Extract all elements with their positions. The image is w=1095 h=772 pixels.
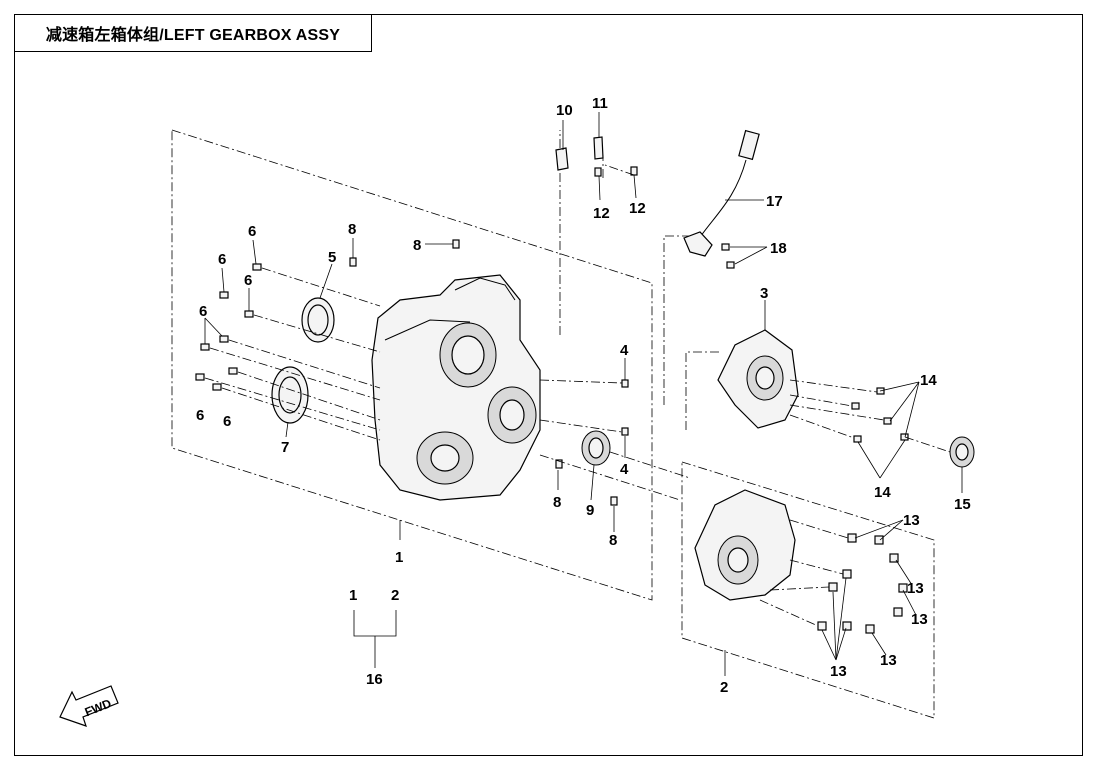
callout-4: 4 (620, 461, 629, 478)
callout-16: 16 (366, 671, 383, 688)
callout-labels: 10 11 12 12 17 18 6 6 6 6 6 6 8 8 8 8 5 … (196, 95, 971, 696)
callout-8: 8 (553, 494, 561, 511)
callout-8: 8 (609, 532, 617, 549)
leader-lines (204, 112, 963, 676)
callout-6: 6 (248, 223, 256, 240)
oil-seal-15 (949, 436, 975, 468)
callout-12: 12 (593, 205, 610, 222)
oil-seal-9 (581, 430, 611, 466)
group-boundary-case (171, 129, 653, 601)
bracket-10 (555, 147, 569, 171)
callout-14: 14 (920, 372, 937, 389)
callout-13: 13 (830, 663, 847, 680)
callout-16-item-2: 2 (391, 587, 399, 604)
gasket-5 (301, 297, 335, 343)
callout-18: 18 (770, 240, 787, 257)
callout-7: 7 (281, 439, 289, 456)
callout-1: 1 (395, 549, 403, 566)
bracket-line-3 (685, 351, 720, 430)
callout-17: 17 (766, 193, 783, 210)
group-boundary-cover (681, 461, 935, 719)
drawing-frame (14, 14, 1083, 756)
page-title: 减速箱左箱体组/LEFT GEARBOX ASSY (14, 14, 372, 52)
callout-6: 6 (223, 413, 231, 430)
callout-9: 9 (586, 502, 594, 519)
callout-16-item-1: 1 (349, 587, 357, 604)
callout-13: 13 (907, 580, 924, 597)
callout-3: 3 (760, 285, 768, 302)
callout-6: 6 (196, 407, 204, 424)
callout-15: 15 (954, 496, 971, 513)
gasket-7 (271, 366, 309, 424)
callout-2: 2 (720, 679, 728, 696)
callout-8: 8 (348, 221, 356, 238)
callout-8: 8 (413, 237, 421, 254)
callout-6: 6 (244, 272, 252, 289)
callout-6: 6 (199, 303, 207, 320)
callout-10: 10 (556, 102, 573, 119)
bracket-line-sensor (663, 235, 690, 405)
bearing-housing-3 (717, 329, 799, 429)
speed-sensor-17 (683, 129, 760, 257)
bracket-11 (593, 136, 604, 160)
callout-11: 11 (592, 95, 608, 112)
callout-13: 13 (911, 611, 928, 628)
gearbox-case (371, 274, 541, 501)
callout-4: 4 (620, 342, 629, 359)
callout-6: 6 (218, 251, 226, 268)
callout-5: 5 (328, 249, 336, 266)
callout-14: 14 (874, 484, 891, 501)
callout-12: 12 (629, 200, 646, 217)
fwd-arrow-icon: FWD (59, 685, 119, 727)
callout-13: 13 (880, 652, 897, 669)
assembly-axis-lines (204, 155, 951, 627)
cover-2 (694, 489, 796, 601)
callout-13: 13 (903, 512, 920, 529)
